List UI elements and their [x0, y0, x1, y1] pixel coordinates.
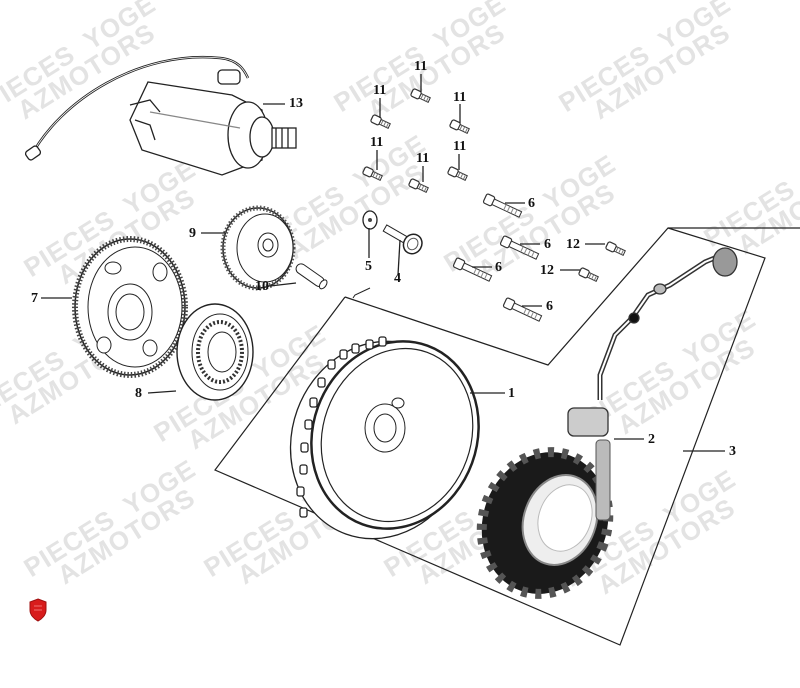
callout-13: 13 — [289, 96, 303, 111]
callout-7: 7 — [31, 291, 38, 306]
callout-5: 5 — [365, 259, 372, 274]
one-way-clutch — [176, 303, 254, 401]
callout-8: 8 — [135, 386, 142, 401]
callout-3: 3 — [729, 444, 736, 459]
starter-driven-gear — [72, 236, 188, 378]
callout-11: 11 — [453, 90, 467, 105]
callout-6: 6 — [546, 299, 553, 314]
callout-9: 9 — [189, 226, 196, 241]
callout-6: 6 — [495, 260, 502, 275]
shield-logo-icon — [29, 598, 47, 622]
callout-11: 11 — [373, 83, 387, 98]
flywheel-rotor — [289, 336, 480, 540]
starter-motor — [24, 55, 297, 176]
callout-4: 4 — [394, 271, 401, 286]
callout-6: 6 — [544, 237, 551, 252]
callout-11: 11 — [453, 139, 467, 154]
callout-12: 12 — [540, 263, 554, 278]
stator-coils — [476, 439, 614, 599]
pulse-generator-wire — [567, 247, 738, 437]
idle-gear — [220, 205, 296, 291]
callout-2: 2 — [648, 432, 655, 447]
callout-12: 12 — [566, 237, 580, 252]
callout-11: 11 — [416, 151, 430, 166]
callout-11: 11 — [370, 135, 384, 150]
callout-1: 1 — [508, 386, 515, 401]
callout-6: 6 — [528, 196, 535, 211]
callout-10: 10 — [255, 279, 269, 294]
callout-11: 11 — [414, 59, 428, 74]
leader-lines — [41, 74, 725, 452]
